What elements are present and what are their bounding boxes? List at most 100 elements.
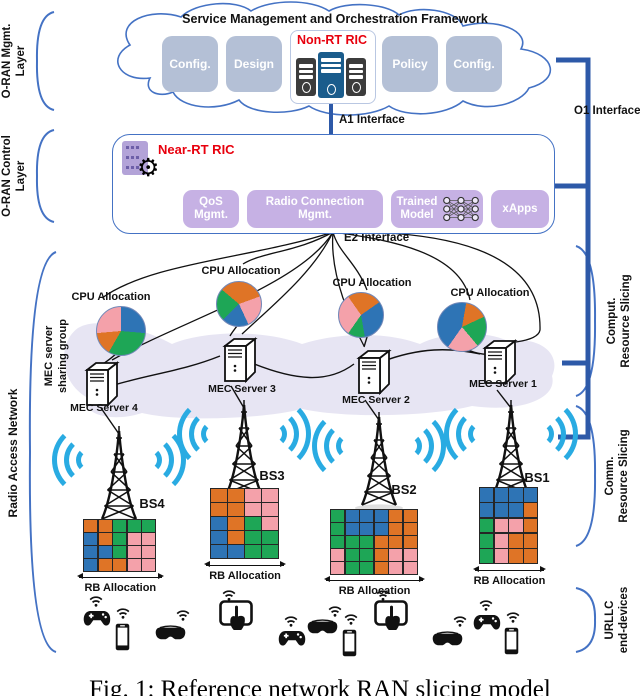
gamepad-icon [473,612,501,636]
rb-cell [98,546,112,558]
rb-cell [127,520,141,532]
rb-cell [524,518,538,533]
near-rt-ric-label: Near-RT RIC [158,142,235,157]
rb-cell [127,533,141,545]
rb-cell [142,520,155,532]
gamepad-icon [278,628,306,652]
base-station-label: BS1 [524,470,550,485]
mec-server-label: MEC Server 2 [342,394,410,406]
rb-allocation-grid [330,509,418,575]
non-rt-ric-label: Non-RT RIC [296,33,368,47]
rb-cell [494,518,508,533]
server-slat [299,64,313,68]
rb-cell [494,533,508,548]
server-led-oval [351,82,361,93]
rb-cell [360,523,373,535]
rb-cell [345,523,359,535]
rb-cell [228,489,244,502]
a1-interface-label: A1 Interface [339,114,405,126]
rb-cell [127,559,141,571]
wifi-signal-icon [89,594,103,612]
rb-cell [403,510,417,522]
rb-cell [494,503,508,518]
rb-allocation-label: RB Allocation [473,574,546,587]
wifi-arc-icon [372,409,446,483]
trained-model-box: Trained Model [391,190,483,228]
wifi-arc-icon [444,397,518,471]
wifi-arc-icon [112,423,186,497]
rb-cell [211,545,227,558]
rb-cell [345,562,359,574]
rb-cell [228,503,244,516]
smo-box-policy: Policy [382,36,438,92]
rb-cell [262,545,278,558]
rb-cell [262,489,278,502]
rb-cell [127,546,141,558]
rb-cell [84,533,97,545]
qos-mgmt-box: QoS Mgmt. [183,190,239,228]
base-station-tower-icon [352,412,406,517]
neural-network-icon [443,196,479,222]
layer-label-oran-control: O-RAN Control Layer [1,135,27,217]
base-station-label: BS3 [259,468,285,483]
wifi-signal-icon [506,610,520,628]
cpu-allocation-label: CPU Allocation [71,291,151,303]
wifi-signal-icon [116,606,130,624]
wifi-arc-icon [237,397,311,471]
figure-caption: Fig. 1: Reference network RAN slicing mo… [89,676,551,696]
rb-cell [142,559,155,571]
cpu-allocation-pie [338,292,384,338]
rb-cell [509,533,523,548]
xapps-box: xApps [491,190,549,228]
wifi-arc-icon [177,397,251,471]
rb-cell [509,503,523,518]
server-tower-icon [318,52,344,98]
server-slat [321,63,341,67]
wifi-signal-icon [376,588,390,606]
rb-cell [262,503,278,516]
smo-box-config-1: Config. [162,36,218,92]
o1-interface-label: O1 Interface [574,105,640,117]
rb-cell [211,489,227,502]
server-slat [349,75,363,79]
rb-cell [374,536,388,548]
mec-server-label: MEC Server 3 [208,383,276,395]
rb-cell [389,523,402,535]
smartphone-icon [115,622,130,657]
rb-cell [113,546,126,558]
smartphone-icon [504,626,519,661]
rb-axis-arrow [473,565,546,572]
tablet-touch-icon [219,600,253,641]
rb-cell [245,503,261,516]
cpu-allocation-pie [437,302,487,352]
rb-cell [98,533,112,545]
rb-cell [245,545,261,558]
mec-server-icon [222,336,258,389]
rb-allocation-label: RB Allocation [209,569,281,582]
rb-cell [113,533,126,545]
rb-cell [494,488,508,502]
rb-cell [374,523,388,535]
rb-cell [98,520,112,532]
rb-cell [245,489,261,502]
rb-cell [360,549,373,561]
mec-server-icon [356,348,392,401]
rb-cell [345,510,359,522]
rb-axis-arrow [323,576,426,583]
mec-sharing-group-label: MEC server sharing group [43,319,69,393]
server-slat [321,69,341,73]
rb-cell [211,517,227,530]
cpu-allocation-pie [96,306,146,356]
server-rack-gear-icon [122,141,148,175]
server-slat [349,64,363,68]
rb-cell [524,488,538,502]
rb-cell [211,503,227,516]
cpu-allocation-label: CPU Allocation [332,277,412,289]
server-led-oval [301,82,311,93]
e2-interface-label: E2 Interface [344,232,410,244]
rb-cell [374,549,388,561]
server-slat [299,69,313,73]
rb-cell [389,562,402,574]
rb-cell [403,562,417,574]
